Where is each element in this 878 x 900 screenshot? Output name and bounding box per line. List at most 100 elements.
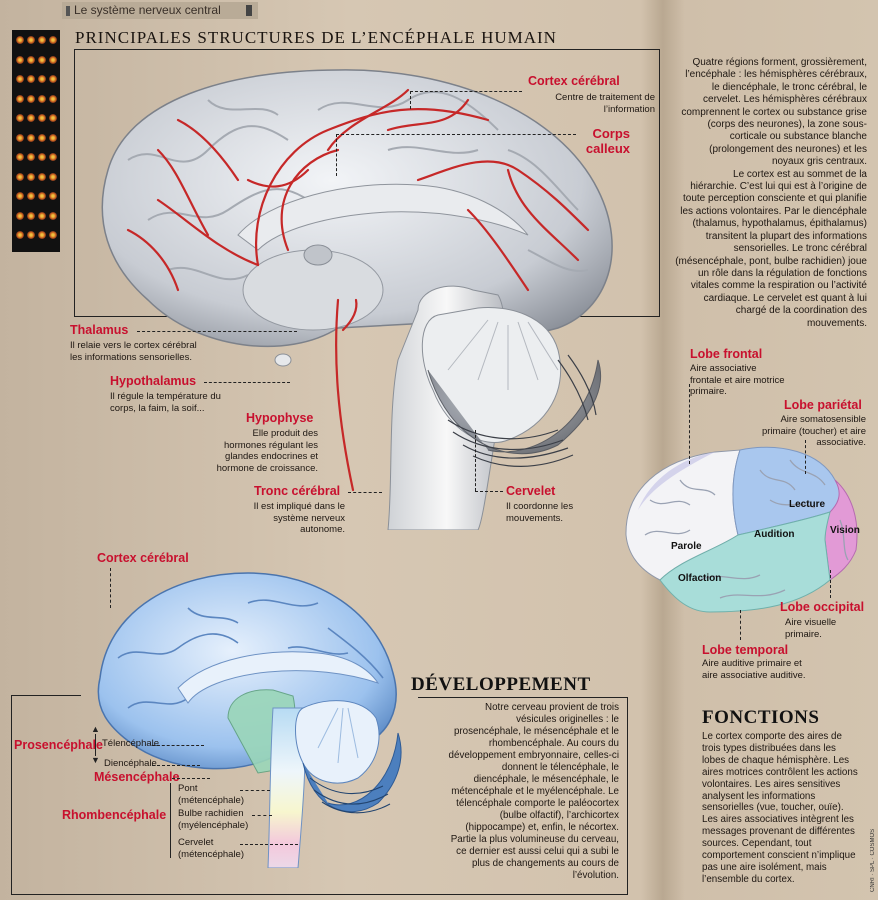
- development-rule: [418, 697, 628, 698]
- desc-lobe-occipital: Aire visuelle primaire.: [785, 617, 837, 640]
- area-parole: Parole: [671, 541, 702, 552]
- prosencephale-bracket: [95, 734, 96, 756]
- scan-thumbnail: [16, 231, 24, 239]
- photo-credit: CNRI · SPL · COSMOS: [870, 828, 876, 892]
- scan-thumbnail: [16, 36, 24, 44]
- label-lobe-frontal: Lobe frontal: [690, 347, 763, 361]
- desc-hypophyse: Elle produit des hormones régulant les g…: [216, 428, 318, 474]
- scan-thumbnail: [49, 231, 57, 239]
- scan-thumbnail: [49, 75, 57, 83]
- leader-corps-calleux-v: [336, 134, 337, 176]
- leader-tronc: [348, 492, 382, 493]
- leader-thalamus: [137, 331, 297, 332]
- label-cortex: Cortex cérébral: [528, 74, 620, 88]
- leader-pont: [240, 790, 270, 791]
- functions-title: FONCTIONS: [702, 707, 820, 728]
- scan-thumbnail: [38, 75, 46, 83]
- development-title: DÉVELOPPEMENT: [411, 674, 591, 695]
- scan-thumbnail: [38, 94, 46, 103]
- scan-thumbnail: [38, 114, 46, 122]
- leader-dev-cortex: [110, 568, 111, 608]
- label-lobe-temporal: Lobe temporal: [702, 643, 789, 657]
- scan-thumbnail: [27, 231, 35, 239]
- scan-thumbnail: [27, 36, 35, 44]
- frame-right: [659, 49, 660, 317]
- arrow-down-icon: ▼: [91, 755, 100, 765]
- scan-thumbnail: [27, 211, 35, 220]
- desc-hypothalamus: Il régule la température du corps, la fa…: [110, 391, 221, 414]
- desc-cervelet: Il coordonne les mouvements.: [506, 501, 574, 524]
- desc-lobe-parietal: Aire somatosensible primaire (toucher) e…: [761, 414, 866, 448]
- development-text: Notre cerveau provient de trois vésicule…: [448, 702, 619, 881]
- scan-thumbnail: [16, 55, 24, 64]
- section-header: Le système nerveux central: [74, 3, 221, 17]
- label-dev-cervelet-sub: (métencéphale): [178, 849, 245, 860]
- scan-thumbnail: [27, 114, 35, 122]
- leader-cervelet-v: [475, 430, 476, 491]
- scan-thumbnail: [38, 55, 46, 64]
- leader-mesencephale: [172, 778, 210, 779]
- scan-thumbnail: [16, 94, 24, 103]
- area-vision: Vision: [830, 525, 860, 536]
- label-pont: Pont: [178, 783, 198, 794]
- scan-thumbnail: [49, 211, 57, 220]
- label-hypothalamus: Hypothalamus: [110, 374, 197, 388]
- scan-thumbnail: [38, 211, 46, 220]
- scan-thumbnail: [16, 114, 24, 122]
- section-header-bar: [62, 2, 258, 19]
- leader-corps-calleux: [336, 134, 576, 135]
- sagittal-brain-illustration: [101, 69, 613, 530]
- frame-left: [74, 49, 75, 317]
- label-tronc: Tronc cérébral: [254, 484, 341, 498]
- desc-tronc: Il est impliqué dans le système nerveux …: [253, 501, 345, 535]
- scan-thumbnail: [38, 153, 46, 161]
- leader-parietal: [805, 440, 806, 474]
- leader-cervelet: [475, 491, 503, 492]
- label-pont-sub: (métencéphale): [178, 795, 245, 806]
- scan-thumbnail: [49, 36, 57, 44]
- scan-thumbnail: [27, 75, 35, 83]
- label-dev-cortex: Cortex cérébral: [97, 551, 189, 565]
- desc-lobe-frontal: Aire associative frontale et aire motric…: [690, 363, 785, 397]
- scan-thumbnail: [16, 133, 24, 142]
- scan-thumbnail: [38, 133, 46, 142]
- scan-thumbnail: [49, 94, 57, 103]
- lobes-illustration: [625, 446, 858, 613]
- scan-thumbnail: [49, 114, 57, 122]
- header-end-marker: [246, 5, 252, 16]
- label-bulbe: Bulbe rachidien: [178, 808, 244, 819]
- label-lobe-parietal: Lobe pariétal: [784, 398, 862, 412]
- label-thalamus: Thalamus: [70, 323, 129, 337]
- leader-telencephale: [152, 745, 204, 746]
- intro-paragraph-1: Quatre régions forment, grossièrement, l…: [681, 57, 867, 168]
- scan-thumbnail: [27, 192, 35, 200]
- development-frame-left: [11, 695, 12, 895]
- scan-thumbnail: [27, 94, 35, 103]
- scan-thumbnail: [16, 75, 24, 83]
- area-lecture: Lecture: [789, 499, 826, 510]
- leader-cortex-v: [410, 91, 411, 109]
- development-frame-right: [627, 697, 628, 895]
- scan-thumbnail: [16, 172, 24, 181]
- scan-thumbnail: [49, 133, 57, 142]
- scan-thumbnail: [49, 172, 57, 181]
- label-prosencephale: Prosencéphale: [14, 738, 103, 752]
- header-marker: [66, 6, 70, 16]
- leader-diencephale: [152, 765, 200, 766]
- scan-thumbnail: [27, 133, 35, 142]
- development-frame-top-left: [11, 695, 81, 696]
- area-olfaction: Olfaction: [678, 573, 722, 584]
- leader-occipital: [830, 570, 831, 598]
- intro-paragraph-2: Le cortex est au sommet de la hiérarchie…: [675, 168, 867, 329]
- leader-frontal: [689, 384, 690, 464]
- scan-thumbnail: [38, 192, 46, 200]
- scan-thumbnail: [38, 172, 46, 181]
- desc-lobe-temporal: Aire auditive primaire et aire associati…: [702, 658, 806, 681]
- desc-thalamus: Il relaie vers le cortex cérébral les in…: [70, 340, 197, 363]
- label-diencephale: Diencéphale: [104, 758, 157, 769]
- scan-thumbnail: [16, 192, 24, 200]
- label-hypophyse: Hypophyse: [246, 411, 314, 425]
- leader-dev-cervelet: [240, 844, 298, 845]
- functions-text: Le cortex comporte des aires de trois ty…: [702, 731, 858, 885]
